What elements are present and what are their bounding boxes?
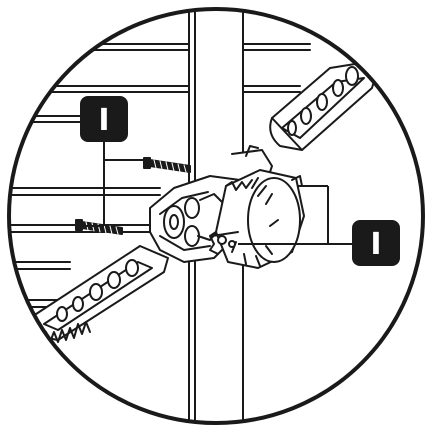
leader-lines-knob (238, 185, 352, 245)
wood-screw-upper (143, 157, 191, 173)
shelf-rail-left (25, 245, 169, 343)
callout-tag-knob-label: I (370, 227, 381, 262)
frame-rails-upper (19, 43, 311, 123)
callout-tag-knob: I (352, 220, 400, 266)
callout-tag-knob-box (352, 220, 400, 266)
callout-tag-screws: I (80, 96, 128, 142)
callout-tag-screws-box (80, 96, 128, 142)
leader-lines-screws (80, 142, 150, 227)
circular-detail-frame (7, 7, 425, 425)
callout-tag-screws-label: I (98, 103, 109, 138)
